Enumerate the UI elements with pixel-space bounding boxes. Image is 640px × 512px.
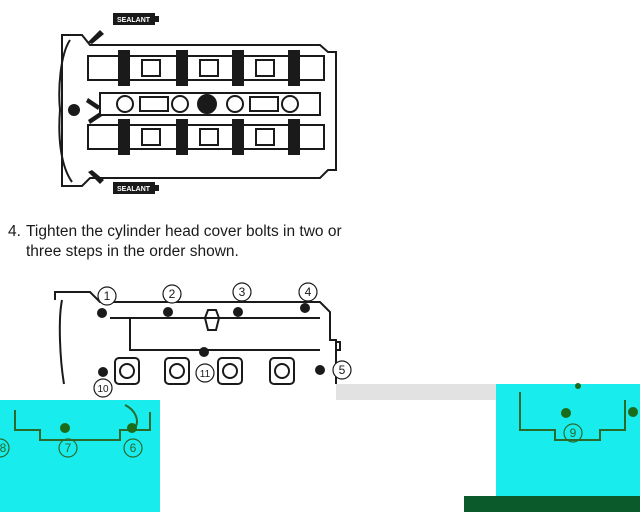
oil-filler-neck: [203, 309, 221, 331]
bolt-4: [300, 303, 310, 313]
overlay-callouts: [0, 423, 583, 458]
plug-openings: [116, 94, 299, 114]
upper-camshaft: [87, 55, 325, 81]
callout-11: 11: [200, 369, 211, 380]
callout-6: 6: [130, 441, 137, 455]
callout-4: 4: [305, 285, 312, 299]
cylinder-head-outline: [61, 34, 337, 187]
green-overlay-band: [464, 496, 640, 512]
bearing-caps: [141, 59, 275, 146]
spark-plug-row: [99, 92, 321, 116]
callout-1: 1: [104, 289, 111, 303]
cover-upper-rail: [129, 318, 320, 351]
lower-cam-lobes: [118, 119, 300, 155]
sprocket-bolt: [68, 104, 80, 116]
bolt-3: [233, 307, 243, 317]
bolt-10: [98, 367, 108, 377]
callout-9: 9: [570, 426, 577, 440]
cover-bottom-left-edge: [14, 410, 151, 441]
upper-cam-lobes: [118, 50, 300, 86]
callout-8: 8: [0, 441, 7, 455]
sealant-tube-bottom-icon: [113, 182, 159, 194]
bolt-11: [199, 347, 209, 357]
callout-10: 10: [97, 384, 109, 395]
sealant-label-top: SEALANT: [117, 17, 151, 24]
sealant-tube-top-icon: [113, 13, 159, 25]
gray-overlay-band: [336, 384, 496, 400]
instruction-text-1: Tighten the cylinder head cover bolts in…: [26, 223, 342, 240]
bolt-1: [97, 308, 107, 318]
cover-bottom-right-edge: [519, 392, 626, 441]
cover-outline: [54, 291, 337, 384]
callout-5: 5: [339, 363, 346, 377]
bolt-5: [315, 365, 325, 375]
cyan-overlay-left: [0, 400, 160, 512]
bolt-2: [163, 307, 173, 317]
sealant-arrows: [86, 30, 104, 184]
overlay-bolts: [60, 383, 638, 433]
instruction-step: 4. Tighten the cylinder head cover bolts …: [8, 222, 388, 262]
breather-nipple: [336, 341, 341, 351]
instruction-line-1: 4. Tighten the cylinder head cover bolts …: [8, 222, 388, 242]
callout-7: 7: [65, 441, 72, 455]
bolt-callouts: [93, 282, 352, 398]
callout-2: 2: [169, 287, 176, 301]
step-number: 4.: [8, 223, 21, 240]
sealant-label-bottom: SEALANT: [117, 186, 151, 193]
timing-end-cover: [58, 39, 73, 183]
lower-camshaft: [87, 124, 325, 150]
callout-3: 3: [239, 285, 246, 299]
instruction-line-2: three steps in the order shown.: [26, 243, 239, 260]
cover-end-left: [58, 299, 65, 385]
